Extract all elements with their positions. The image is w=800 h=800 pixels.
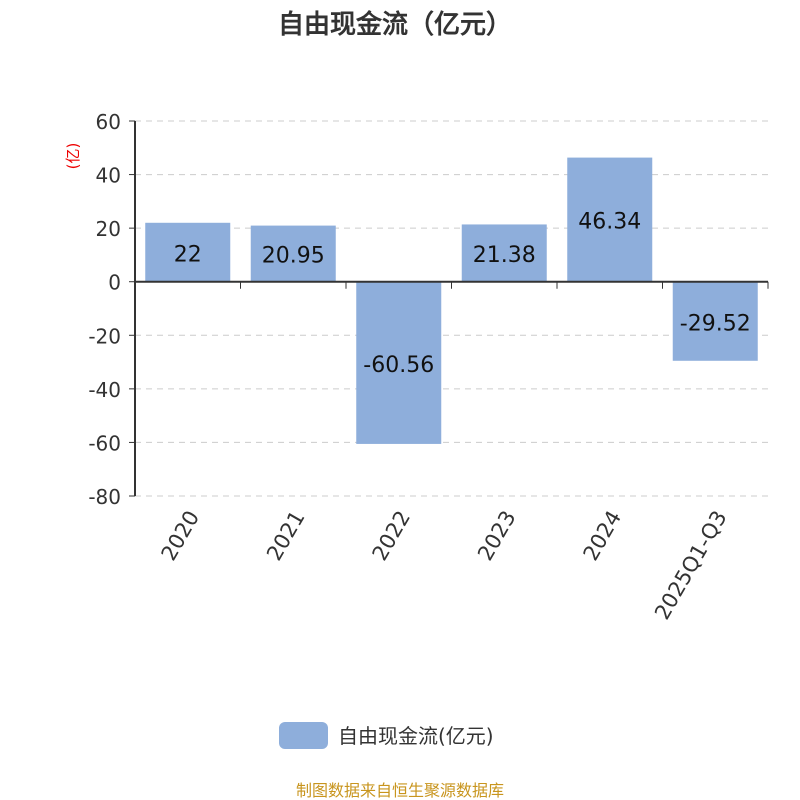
- x-tick-label: 2022: [368, 507, 416, 565]
- bar-2024[interactable]: [567, 157, 653, 282]
- source-footer: 制图数据来自恒生聚源数据库: [296, 781, 504, 800]
- data-label: -60.56: [363, 353, 434, 378]
- legend-swatch[interactable]: [279, 722, 328, 749]
- data-label: 22: [174, 242, 202, 267]
- bar-2021[interactable]: [250, 225, 336, 282]
- chart-title: 自由现金流（亿元）: [278, 9, 512, 40]
- data-label: -29.52: [680, 311, 751, 336]
- x-tick-label: 2020: [157, 507, 205, 565]
- y-tick-label: 0: [108, 271, 121, 295]
- x-tick-label: 2024: [579, 507, 627, 565]
- bar-2020[interactable]: [145, 222, 231, 282]
- legend-label[interactable]: 自由现金流(亿元): [338, 724, 494, 748]
- y-tick-label: -20: [88, 324, 121, 348]
- bar-2023[interactable]: [461, 224, 547, 282]
- data-label: 21.38: [473, 243, 536, 268]
- y-tick-label: -60: [88, 431, 121, 455]
- y-tick-label: -80: [88, 485, 121, 509]
- x-tick-label: 2023: [473, 507, 521, 565]
- bar-2022[interactable]: [356, 281, 442, 444]
- y-tick-label: 60: [96, 110, 121, 134]
- bar-2025Q1-Q3[interactable]: [672, 281, 758, 361]
- x-tick-label: 2025Q1-Q3: [650, 507, 732, 624]
- y-tick-label: 20: [96, 217, 121, 241]
- y-tick-label: 40: [96, 164, 121, 188]
- x-tick-label: 2021: [262, 507, 310, 565]
- data-label: 20.95: [262, 244, 325, 269]
- y-axis-label: (亿): [64, 143, 82, 170]
- y-tick-label: -40: [88, 378, 121, 402]
- data-label: 46.34: [578, 210, 641, 235]
